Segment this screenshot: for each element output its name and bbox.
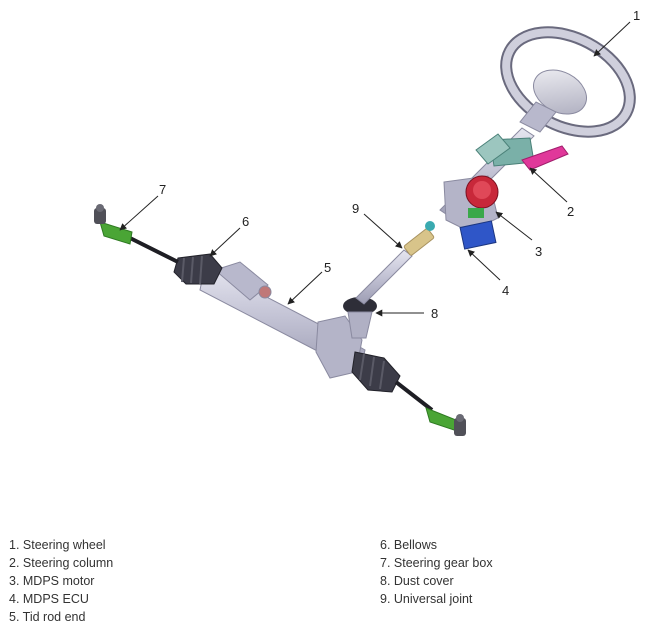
callout-9: 9 xyxy=(352,201,359,216)
leader-lines xyxy=(119,21,631,317)
legend-item-bellows: 6. Bellows xyxy=(380,538,437,552)
leader-4 xyxy=(467,249,501,281)
callout-1: 1 xyxy=(633,8,640,23)
tie-rod-end-left xyxy=(94,204,133,245)
callout-2: 2 xyxy=(567,204,574,219)
leader-9 xyxy=(363,213,403,249)
leader-2 xyxy=(529,167,568,203)
legend-item-steering-wheel: 1. Steering wheel xyxy=(9,538,106,552)
legend-item-dust-cover: 8. Dust cover xyxy=(380,574,454,588)
legend-right-column: 6. Bellows 7. Steering gear box 8. Dust … xyxy=(380,536,493,608)
legend-item-tie-rod-end: 5. Tid rod end xyxy=(9,610,86,624)
column-connector xyxy=(521,145,569,171)
leader-6 xyxy=(209,227,241,257)
callout-8: 8 xyxy=(431,306,438,321)
callout-3: 3 xyxy=(535,244,542,259)
legend-item-universal-joint: 9. Universal joint xyxy=(380,592,473,606)
legend-left-column: 1. Steering wheel 2. Steering column 3. … xyxy=(9,536,113,626)
leader-7 xyxy=(119,195,159,231)
mdps-motor xyxy=(443,175,499,233)
legend-item-steering-column: 2. Steering column xyxy=(9,556,114,570)
bellows-left xyxy=(173,253,223,285)
tie-rod-end-right xyxy=(425,407,466,436)
bellows-right xyxy=(351,351,401,393)
leader-3 xyxy=(495,211,533,241)
tie-rod-right xyxy=(394,380,434,412)
callout-5: 5 xyxy=(324,260,331,275)
callout-6: 6 xyxy=(242,214,249,229)
intermediate-shaft xyxy=(355,221,435,305)
tie-rod-left xyxy=(129,236,179,264)
legend-item-steering-gear-box: 7. Steering gear box xyxy=(380,556,493,570)
mdps-ecu xyxy=(459,220,497,250)
leader-5 xyxy=(287,271,323,305)
steering-gear-box xyxy=(199,261,366,379)
steering-wheel xyxy=(500,26,636,138)
callout-4: 4 xyxy=(502,283,509,298)
dust-cover xyxy=(343,297,377,339)
legend-item-mdps-motor: 3. MDPS motor xyxy=(9,574,95,588)
legend-item-mdps-ecu: 4. MDPS ECU xyxy=(9,592,89,606)
leader-1 xyxy=(593,21,631,57)
callout-7: 7 xyxy=(159,182,166,197)
steering-system-diagram: 1 2 3 4 5 6 7 8 9 xyxy=(94,8,640,436)
